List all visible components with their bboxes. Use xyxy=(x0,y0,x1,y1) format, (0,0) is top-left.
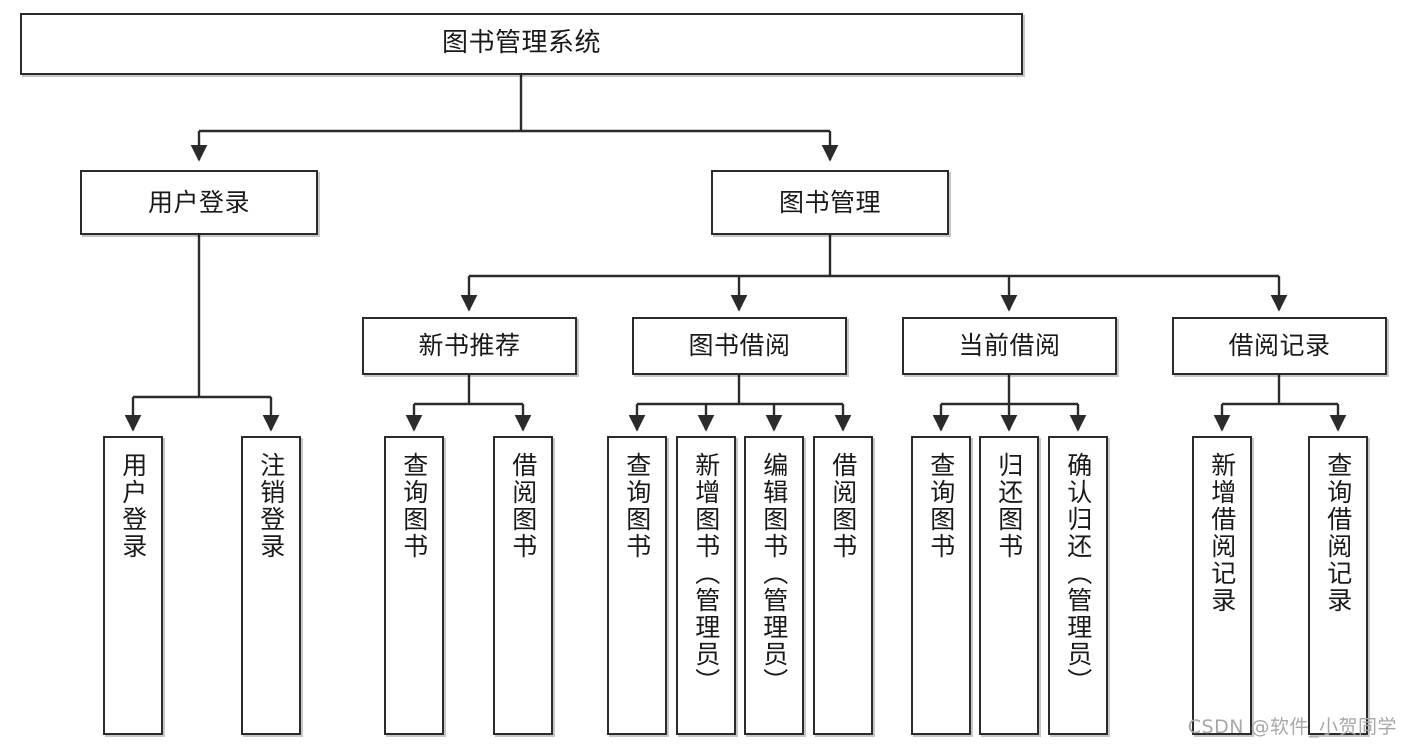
leaf-borrow-book-a[interactable]: 借阅图书 xyxy=(493,436,553,735)
leaf-borrow-book-a-label: 借阅图书 xyxy=(508,452,538,560)
leaf-borrow-book-b[interactable]: 借阅图书 xyxy=(813,436,873,735)
leaf-return-book[interactable]: 归还图书 xyxy=(979,436,1039,735)
leaf-user-login[interactable]: 用户登录 xyxy=(103,436,163,735)
node-new-book-recommend-label: 新书推荐 xyxy=(418,331,521,360)
leaf-edit-book-label: 编辑图书（管理员） xyxy=(759,452,789,695)
leaf-add-book[interactable]: 新增图书（管理员） xyxy=(676,436,736,735)
leaf-query-book-a-label: 查询图书 xyxy=(399,452,429,560)
node-user-login-label: 用户登录 xyxy=(147,187,250,217)
leaf-query-book-a[interactable]: 查询图书 xyxy=(384,436,444,735)
leaf-confirm-return-label: 确认归还（管理员） xyxy=(1063,452,1093,695)
leaf-query-record-label: 查询借阅记录 xyxy=(1323,452,1353,614)
node-user-login[interactable]: 用户登录 xyxy=(80,170,318,235)
leaf-add-record-label: 新增借阅记录 xyxy=(1207,452,1237,614)
node-book-management[interactable]: 图书管理 xyxy=(711,170,949,235)
leaf-borrow-book-b-label: 借阅图书 xyxy=(828,452,858,560)
node-current-borrow-label: 当前借阅 xyxy=(958,331,1061,360)
node-book-management-label: 图书管理 xyxy=(778,187,881,217)
node-current-borrow[interactable]: 当前借阅 xyxy=(902,317,1117,375)
leaf-query-record[interactable]: 查询借阅记录 xyxy=(1308,436,1368,735)
leaf-query-book-c-label: 查询图书 xyxy=(926,452,956,560)
leaf-add-book-label: 新增图书（管理员） xyxy=(691,452,721,695)
node-borrow-record-label: 借阅记录 xyxy=(1228,331,1331,360)
node-root[interactable]: 图书管理系统 xyxy=(20,13,1023,75)
node-root-label: 图书管理系统 xyxy=(441,28,601,59)
node-book-borrow-label: 图书借阅 xyxy=(688,331,791,360)
leaf-logout[interactable]: 注销登录 xyxy=(241,436,301,735)
leaf-return-book-label: 归还图书 xyxy=(994,452,1024,560)
leaf-edit-book[interactable]: 编辑图书（管理员） xyxy=(744,436,804,735)
leaf-user-login-label: 用户登录 xyxy=(118,452,148,560)
node-new-book-recommend[interactable]: 新书推荐 xyxy=(362,317,577,375)
leaf-query-book-b[interactable]: 查询图书 xyxy=(607,436,667,735)
leaf-query-book-c[interactable]: 查询图书 xyxy=(911,436,971,735)
node-book-borrow[interactable]: 图书借阅 xyxy=(632,317,847,375)
node-borrow-record[interactable]: 借阅记录 xyxy=(1172,317,1387,375)
leaf-add-record[interactable]: 新增借阅记录 xyxy=(1192,436,1252,735)
leaf-query-book-b-label: 查询图书 xyxy=(622,452,652,560)
leaf-logout-label: 注销登录 xyxy=(256,452,286,560)
leaf-confirm-return[interactable]: 确认归还（管理员） xyxy=(1048,436,1108,735)
